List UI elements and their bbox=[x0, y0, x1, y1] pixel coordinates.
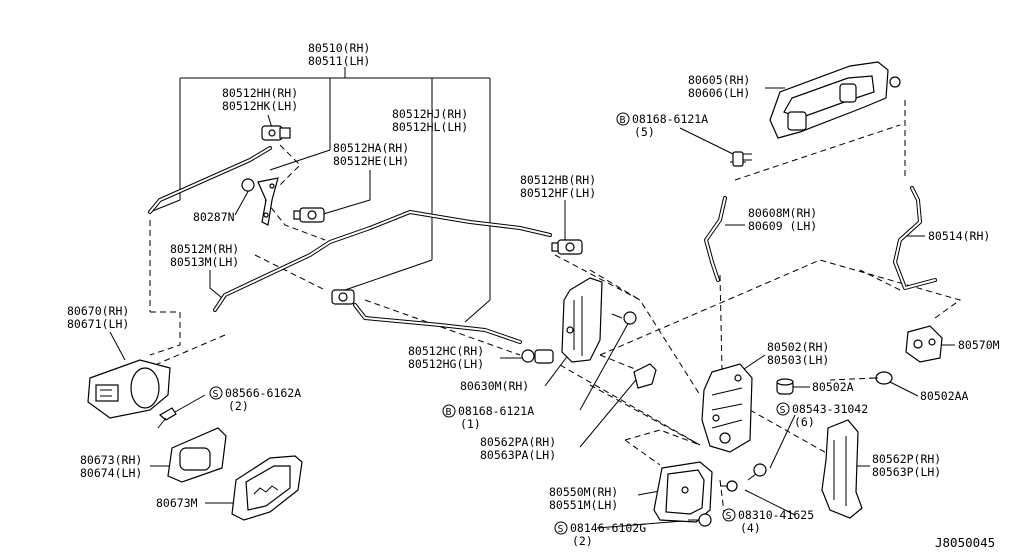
label-80605-lh: 80606(LH) bbox=[688, 86, 750, 100]
label-80512hj-lh: 80512HL(LH) bbox=[392, 120, 468, 134]
screw-08566 bbox=[157, 407, 177, 429]
label-80512hc-rh: 80512HC(RH) bbox=[408, 344, 484, 358]
clip-80512hc bbox=[521, 349, 554, 364]
label-80510-lh: 80511(LH) bbox=[308, 54, 370, 68]
label-80673m: 80673M bbox=[156, 496, 198, 510]
label-80512hh-lh: 80512HK(LH) bbox=[222, 99, 298, 113]
spacer-80502a bbox=[776, 378, 794, 395]
label-80512hc-lh: 80512HG(LH) bbox=[408, 357, 484, 371]
clip-rod-center bbox=[331, 289, 355, 305]
label-08168-1-qty: (1) bbox=[460, 417, 481, 431]
label-80550m-rh: 80550M(RH) bbox=[549, 485, 618, 499]
label-80287n: 80287N bbox=[193, 210, 235, 224]
symbol-b-08168-5: B bbox=[620, 115, 626, 126]
label-80510-rh: 80510(RH) bbox=[308, 41, 370, 55]
label-80562pa-rh: 80562PA(RH) bbox=[480, 435, 556, 449]
symbol-s-08146: S bbox=[558, 524, 564, 535]
bolt-08168-5 bbox=[732, 151, 752, 167]
label-80670-rh: 80670(RH) bbox=[67, 304, 129, 318]
outside-handle-80605 bbox=[769, 61, 901, 139]
protector-80562p bbox=[821, 419, 863, 519]
label-80512ha-lh: 80512HE(LH) bbox=[333, 154, 409, 168]
label-80512m-lh: 80513M(LH) bbox=[170, 255, 239, 269]
inside-handle-80670 bbox=[87, 359, 171, 419]
label-08310: 08310-41625 bbox=[738, 508, 814, 522]
bolt-08146 bbox=[688, 513, 712, 527]
drawing-id: J8050045 bbox=[935, 535, 995, 550]
label-80570m: 80570M bbox=[958, 338, 1000, 352]
part-labels: 80510(RH) 80511(LH) 80512HH(RH) 80512HK(… bbox=[67, 41, 1000, 550]
bellcrank-80287n bbox=[241, 177, 279, 226]
label-80608m-rh: 80608M(RH) bbox=[748, 206, 817, 220]
screw-08310 bbox=[720, 480, 738, 492]
label-80550m-lh: 80551M(LH) bbox=[549, 498, 618, 512]
label-08543: 08543-31042 bbox=[792, 402, 868, 416]
door-lock-80502 bbox=[701, 363, 753, 453]
label-08543-qty: (6) bbox=[794, 415, 815, 429]
label-80670-lh: 80671(LH) bbox=[67, 317, 129, 331]
rods bbox=[148, 146, 937, 344]
escutcheon-80673 bbox=[167, 427, 227, 483]
label-08310-qty: (4) bbox=[740, 521, 761, 535]
striker-80570m bbox=[905, 325, 943, 363]
label-80502-rh: 80502(RH) bbox=[767, 340, 829, 354]
screw-80502aa bbox=[870, 371, 893, 385]
label-08146-qty: (2) bbox=[572, 534, 593, 548]
remote-80550m bbox=[653, 461, 713, 523]
label-80608m-lh: 80609 (LH) bbox=[748, 219, 817, 233]
leader-lines bbox=[109, 67, 955, 529]
symbol-s-08310: S bbox=[726, 511, 732, 522]
label-80562p-rh: 80562P(RH) bbox=[872, 452, 941, 466]
label-80562p-lh: 80563P(LH) bbox=[872, 465, 941, 479]
label-80673-rh: 80673(RH) bbox=[80, 453, 142, 467]
clip-80512hb bbox=[551, 239, 583, 255]
screw-08543 bbox=[747, 463, 767, 481]
label-80512m-rh: 80512M(RH) bbox=[170, 242, 239, 256]
label-08146: 08146-6102G bbox=[570, 521, 646, 535]
label-80673-lh: 80674(LH) bbox=[80, 466, 142, 480]
bezel-80673m bbox=[231, 455, 303, 521]
label-80562pa-lh: 80563PA(LH) bbox=[480, 448, 556, 462]
label-80514: 80514(RH) bbox=[928, 229, 990, 243]
label-80512hj-rh: 80512HJ(RH) bbox=[392, 107, 468, 121]
label-80630m: 80630M(RH) bbox=[460, 379, 529, 393]
label-80502-lh: 80503(LH) bbox=[767, 353, 829, 367]
label-80605-rh: 80605(RH) bbox=[688, 73, 750, 87]
bracket-80630m bbox=[561, 277, 603, 363]
label-08566-qty: (2) bbox=[228, 399, 249, 413]
label-08168-5: 08168-6121A bbox=[632, 112, 708, 126]
label-08566: 08566-6162A bbox=[225, 386, 301, 400]
label-80512hb-lh: 80512HF(LH) bbox=[520, 186, 596, 200]
symbol-s-08566: S bbox=[213, 389, 219, 400]
label-08168-5-qty: (5) bbox=[634, 125, 655, 139]
symbol-b-08168-1: B bbox=[446, 407, 452, 418]
label-80502aa: 80502AA bbox=[920, 389, 969, 403]
clip-80512ha bbox=[293, 207, 325, 223]
label-80512ha-rh: 80512HA(RH) bbox=[333, 141, 409, 155]
clip-80512hh bbox=[261, 125, 291, 141]
assembly-dashed-lines bbox=[149, 100, 962, 521]
label-80512hh-rh: 80512HH(RH) bbox=[222, 86, 298, 100]
bolt-08168-1 bbox=[611, 311, 637, 325]
label-80512hb-rh: 80512HB(RH) bbox=[520, 173, 596, 187]
symbol-s-08543: S bbox=[780, 405, 786, 416]
label-80502a: 80502A bbox=[812, 380, 854, 394]
symbol-markers: S B B S S S bbox=[209, 112, 790, 535]
label-08168-1: 08168-6121A bbox=[458, 404, 534, 418]
clip-80562pa bbox=[633, 363, 657, 389]
